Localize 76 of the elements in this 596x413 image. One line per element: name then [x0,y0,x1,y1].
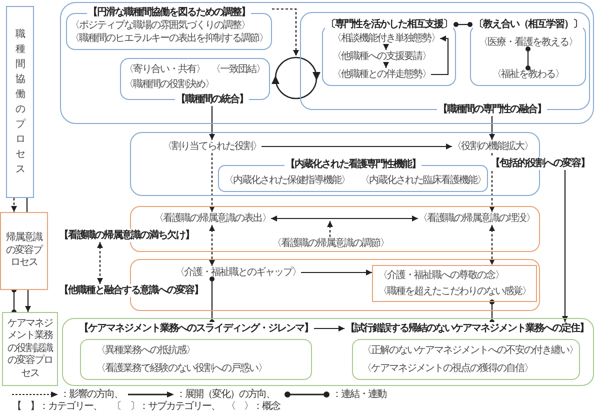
concept-text: 〈割り当てられた役割〉 [162,140,262,153]
concept-text: 〈寄り合い・共有〉 [124,63,205,76]
link-line [490,300,494,324]
concept-text: 〈内蔵化された臨床看護機能〉 [360,174,486,187]
concept-text: 〈職種間の役割決め〉 [124,78,214,91]
arrow [383,62,389,68]
arrow [262,144,452,150]
concept-text: 〈ポジティブな職場の雰囲気づくりの調整〉 [70,19,250,32]
category-frame [66,6,272,50]
concept-text: 〈正解のないケアマネジメントへの不安の付き纏い〉 [362,344,578,357]
subcategory-heading: 〔専門性を活かした相互支援〕 [325,18,453,31]
concept-text: 〈職種を超えたこだわりのない感覚〉 [378,285,531,298]
category-heading: 【円滑な職種間協働を図るための調整】 [87,6,251,19]
link-line [210,276,214,324]
arrow [271,216,418,222]
process-label: 帰属意識の変容プロセス [5,232,44,270]
process-label: 職種間協働のプロセス [15,28,25,177]
process-box [6,6,34,198]
process-box [0,212,48,290]
concept-text: 〈一致団結〉 [211,63,265,76]
subcategory-frame [470,18,586,86]
concept-text: 〈介護・福祉職とのギャップ〉 [175,266,301,279]
legend-text: ：影響の方向、 [60,389,123,400]
concept-text: 〈看護業務で経験のない役割への戸惑い〉 [96,362,267,375]
category-frame [120,58,270,106]
process-label: ケアマネジメント業務の役割認識の変容プロセス [6,318,54,380]
category-frame [218,158,488,192]
arrow [489,116,495,140]
group-frame [60,2,594,124]
category-heading: 【内蔵化された看護専門性機能】 [284,158,422,171]
concept-text: 〈医療・看護を教える〉 [478,36,578,49]
arrow [209,106,215,140]
concept-text: 〈看護職の帰属意識の調節〉 [272,237,389,250]
dashed-arrow [272,8,299,56]
concept-text: 〈他職種への支援要請〉 [332,50,431,63]
concept-text: 〈職種間のヒエラルキーの表出を抑制する調節〉 [70,32,268,45]
concept-text: 〈他職種との伴走態勢〉 [332,68,431,81]
subcategory-frame [322,18,456,86]
dashed-arrow [327,221,333,237]
concept-group-frame [372,265,537,302]
category-heading: 【職種間の統合】 [175,93,249,106]
legend-note: 【 】：カテゴリー、 [12,401,102,412]
legend-text: ：連結・連動 [332,389,386,400]
arrow [383,44,389,50]
dashed-arrow [97,242,103,284]
connector-line [26,198,28,212]
arrow [562,170,568,322]
concept-text: 〈介護・福祉職への尊敬の念〉 [378,269,504,282]
arrow [314,326,344,332]
concept-text: 〈看護職の帰属意識の表出〉 [154,212,271,225]
concept-text: 〈ケアマネジメントの視点の獲得の自信〉 [362,362,533,375]
concept-text: 〈内蔵化された保健指導機能〉 [224,174,350,187]
category-frame [300,12,590,116]
link-line [12,288,16,314]
cycle-arrow-circle [270,56,322,100]
concept-text: 〈看護職の帰属意識の埋没〉 [418,212,535,225]
dashed-arrow [209,225,215,266]
arrow [25,290,31,312]
legend-note: 〔 〕：サブカテゴリー、 [112,401,220,412]
dashed-arrow [11,198,17,212]
dashed-arrow [489,225,495,265]
legend-note: 〈 〉：概念 [226,401,280,412]
link-line [526,46,530,70]
concept-text: 〈役割の機能拡大〉 [452,140,533,153]
link-line [454,22,472,27]
concept-text: 〈相談機能付き単独態勢〉 [332,32,440,45]
group-frame [62,318,594,386]
category-heading: 【職種間の専門性の融合】 [437,103,547,116]
arrow [301,270,372,276]
process-box [2,312,58,386]
subcategory-heading: 〔教え合い（相互学習）〕 [473,18,583,31]
dashed-arrow [209,153,215,212]
arrow [431,36,449,76]
concept-text: 〈異種業務への抵抗感〉 [96,344,195,357]
concept-text: 〈福祉を教わる〉 [492,68,564,81]
legend-text: ：展開（変化）の方向、 [176,389,275,400]
